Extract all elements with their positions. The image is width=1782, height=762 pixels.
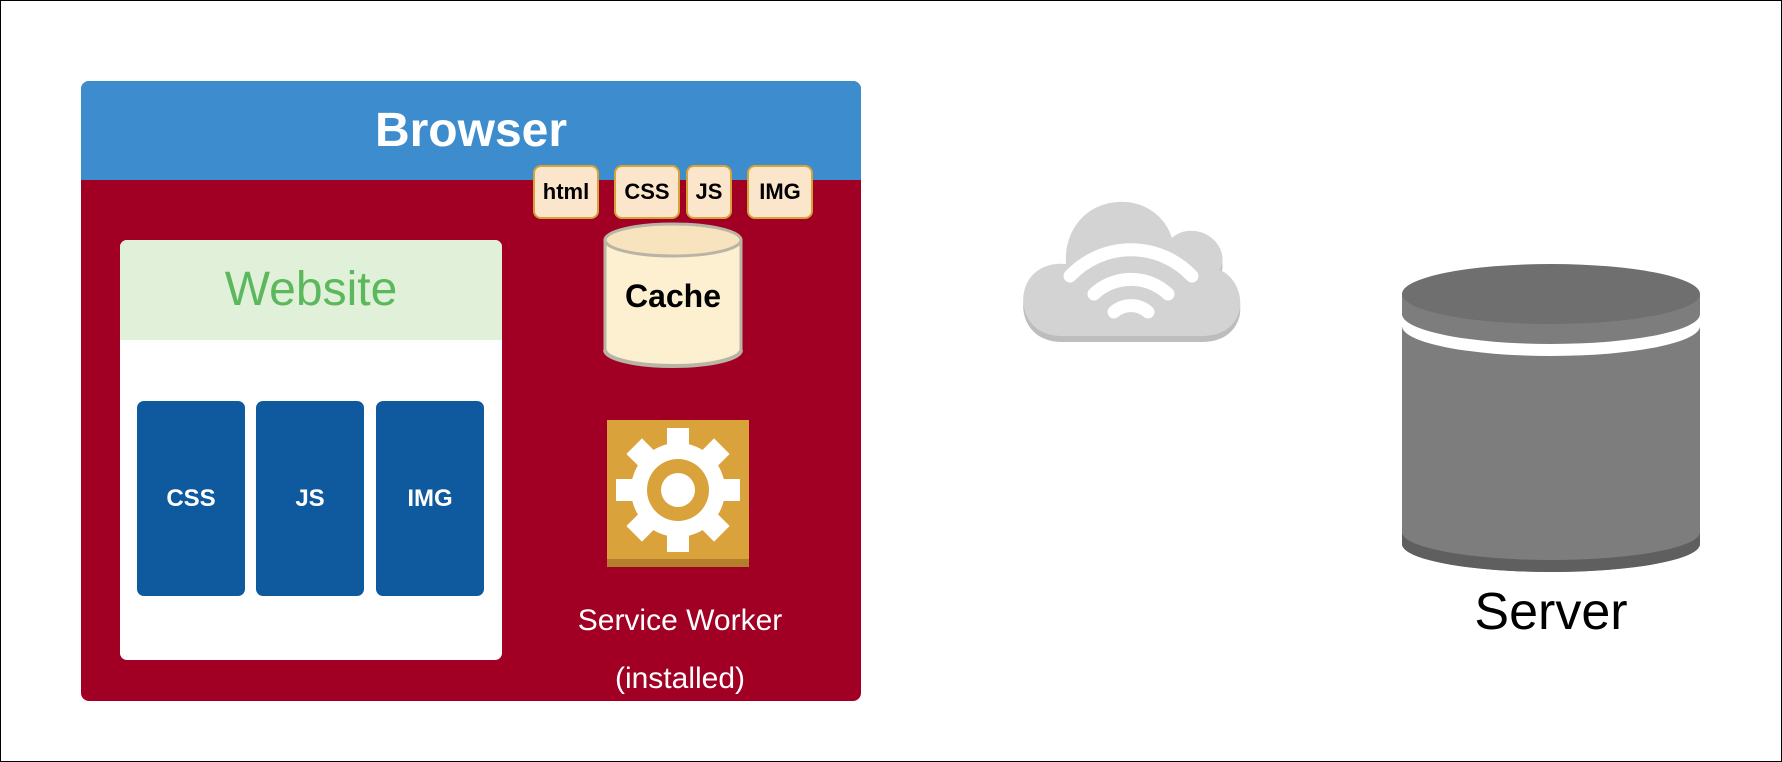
cache-file-html: html — [533, 165, 599, 219]
website-resource-img: IMG — [376, 401, 484, 596]
server-label: Server — [1474, 583, 1628, 641]
website-title: Website — [120, 240, 502, 340]
browser-container: Browser Website CSS JS IMG html CSS JS I… — [81, 81, 861, 701]
website-resource-css: CSS — [137, 401, 245, 596]
cloud-wifi-icon — [1023, 201, 1241, 342]
database-icon — [1402, 264, 1700, 572]
service-worker-status: (installed) — [614, 662, 746, 695]
cache-label: Cache — [624, 278, 722, 314]
browser-title: Browser — [81, 81, 861, 180]
website-panel: Website CSS JS IMG — [120, 240, 502, 660]
cache-file-img: IMG — [747, 165, 813, 219]
cache-file-js: JS — [686, 165, 732, 219]
gear-icon — [607, 420, 749, 567]
service-worker-label: Service Worker (installed) — [540, 592, 820, 701]
service-worker-name: Service Worker — [577, 604, 783, 637]
cache-cylinder-icon — [603, 222, 743, 368]
cache-file-css: CSS — [614, 165, 680, 219]
website-resource-js: JS — [256, 401, 364, 596]
